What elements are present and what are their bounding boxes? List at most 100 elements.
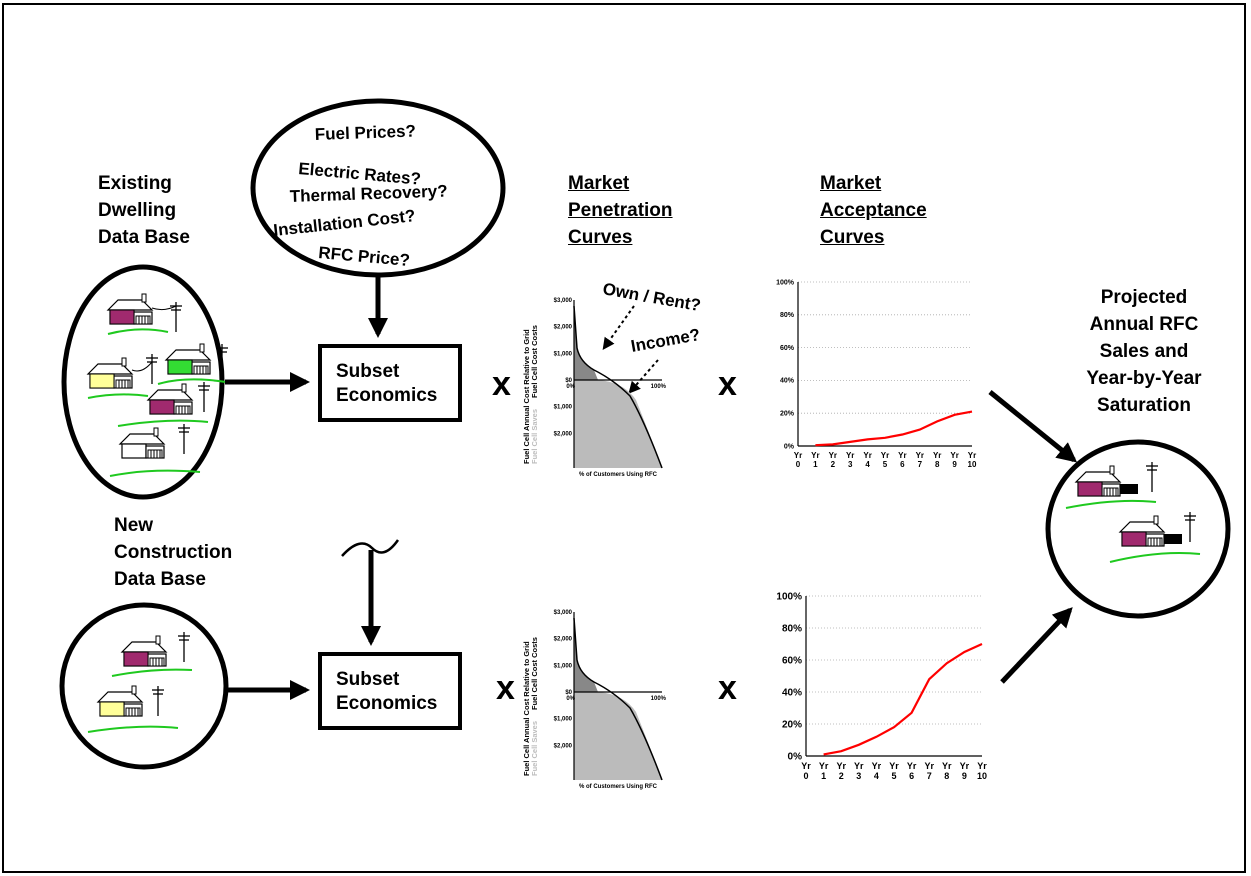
acceptance-xtick: Yr — [960, 761, 970, 771]
acceptance-xtick: 0 — [803, 771, 808, 781]
penetration-chart-bottom: $3,000$2,000$1,000$0$1,000$2,0000%100%% … — [522, 610, 667, 790]
acceptance-xtick: 6 — [909, 771, 914, 781]
acceptance-xtick: 9 — [962, 771, 967, 781]
acceptance-ytick: 60% — [780, 345, 795, 352]
acceptance-ytick: 40% — [782, 687, 802, 698]
acceptance-ytick: 40% — [780, 378, 795, 385]
fuel-prices-text: Fuel Prices? — [314, 121, 416, 144]
acceptance-series-line — [815, 410, 973, 447]
acceptance-xtick: 8 — [944, 771, 949, 781]
acceptance-xtick: Yr — [889, 761, 899, 771]
acceptance-ytick: 0% — [788, 751, 803, 762]
penetration-xtick: 0% — [566, 696, 575, 702]
acceptance-xtick: Yr — [942, 761, 952, 771]
acceptance-xtick: Yr — [801, 761, 811, 771]
acceptance-ytick: 20% — [780, 411, 795, 418]
multiply-sign-2: x — [718, 365, 737, 403]
new-construction-ellipse — [59, 602, 229, 770]
income-dotted-arrow — [628, 359, 659, 394]
penetration-ytick: $2,000 — [554, 637, 573, 643]
penetration-curve — [573, 305, 663, 469]
subset-economics-box-top: Subset Economics — [318, 344, 462, 422]
multiply-sign-4: x — [718, 669, 737, 707]
acceptance-xtick: 1 — [813, 460, 818, 469]
penetration-ytick: $2,000 — [554, 743, 573, 749]
acceptance-xtick: Yr — [836, 761, 846, 771]
acceptance-xtick: Yr — [924, 761, 934, 771]
acceptance-xtick: Yr — [907, 761, 917, 771]
acceptance-xtick: Yr — [846, 451, 854, 460]
acceptance-xtick: Yr — [863, 451, 871, 460]
acceptance-xtick: 6 — [900, 460, 905, 469]
acceptance-ytick: 100% — [776, 591, 802, 602]
acceptance-xtick: Yr — [872, 761, 882, 771]
penetration-ytick: $1,000 — [554, 405, 573, 411]
acceptance-xtick: Yr — [933, 451, 941, 460]
acceptance-xtick: 5 — [891, 771, 896, 781]
penetration-ylabel-light: Fuel Cell Saves — [530, 409, 539, 464]
acceptance-xtick: Yr — [916, 451, 924, 460]
acceptance-xtick: 5 — [883, 460, 888, 469]
acceptance-xtick: 3 — [848, 460, 853, 469]
acceptance-xtick: 3 — [856, 771, 861, 781]
acceptance-xtick: 8 — [935, 460, 940, 469]
penetration-ylabel-light: Fuel Cell Saves — [530, 721, 539, 776]
arrow-to-projection-bottom — [1000, 607, 1073, 684]
tilde-mark — [341, 539, 400, 557]
house-icon — [87, 353, 159, 399]
acceptance-xtick: 2 — [839, 771, 844, 781]
acceptance-ytick: 60% — [782, 655, 802, 666]
acceptance-xtick: Yr — [854, 761, 864, 771]
new-db-label: New Construction Data Base — [114, 515, 233, 590]
penetration-xlabel: % of Customers Using RFC — [579, 784, 658, 790]
penetration-ylabel: Fuel Cell Cost Costs — [530, 637, 539, 710]
acceptance-heading: Market Acceptance Curves — [820, 173, 927, 248]
penetration-ytick: $3,000 — [554, 298, 573, 304]
penetration-ytick: $1,000 — [554, 663, 573, 669]
projection-label: Projected Annual RFC Sales and Year-by-Y… — [1086, 287, 1202, 416]
acceptance-xtick: 10 — [968, 460, 977, 469]
existing-db-label: Existing Dwelling Data Base — [98, 173, 190, 248]
house-icon — [117, 381, 211, 427]
penetration-ytick: $0 — [565, 690, 572, 696]
house-icon — [1109, 511, 1201, 563]
penetration-ylabel: Fuel Cell Cost Costs — [530, 325, 539, 398]
acceptance-xtick: 0 — [796, 460, 801, 469]
penetration-area-negative — [574, 380, 662, 468]
acceptance-ytick: 80% — [780, 312, 795, 319]
house-icon — [107, 293, 183, 335]
house-icon — [111, 631, 193, 677]
acceptance-xtick: Yr — [977, 761, 987, 771]
slide-frame — [2, 3, 1246, 873]
acceptance-xtick: Yr — [819, 761, 829, 771]
penetration-chart-top: $3,000$2,000$1,000$0$1,000$2,0000%100%% … — [522, 298, 667, 478]
penetration-ytick: $2,000 — [554, 431, 573, 437]
acceptance-xtick: Yr — [811, 451, 819, 460]
house-icon — [87, 685, 179, 733]
acceptance-xtick: 4 — [865, 460, 870, 469]
arrow-to-projection-top — [988, 390, 1078, 463]
penetration-ytick: $2,000 — [554, 325, 573, 331]
penetration-ytick: $1,000 — [554, 351, 573, 357]
acceptance-xtick: Yr — [968, 451, 976, 460]
acceptance-ytick: 100% — [776, 279, 795, 286]
house-icon — [1065, 461, 1159, 509]
acceptance-xtick: Yr — [881, 451, 889, 460]
acceptance-xtick: Yr — [898, 451, 906, 460]
acceptance-ytick: 0% — [784, 443, 795, 450]
acceptance-ytick: 80% — [782, 623, 802, 634]
acceptance-xtick: 7 — [927, 771, 932, 781]
penetration-curve — [573, 617, 663, 781]
house-icon — [109, 423, 201, 477]
multiply-sign-3: x — [496, 669, 515, 707]
penetration-area-positive — [574, 618, 598, 692]
penetration-heading: Market Penetration Curves — [568, 173, 673, 248]
acceptance-xtick: 9 — [952, 460, 957, 469]
own-rent-dotted-arrow — [602, 305, 635, 350]
acceptance-xtick: 7 — [918, 460, 923, 469]
penetration-xtick: 0% — [566, 384, 575, 390]
acceptance-chart-top: 0%20%40%60%80%100%Yr0Yr1Yr2Yr3Yr4Yr5Yr6Y… — [776, 279, 977, 469]
